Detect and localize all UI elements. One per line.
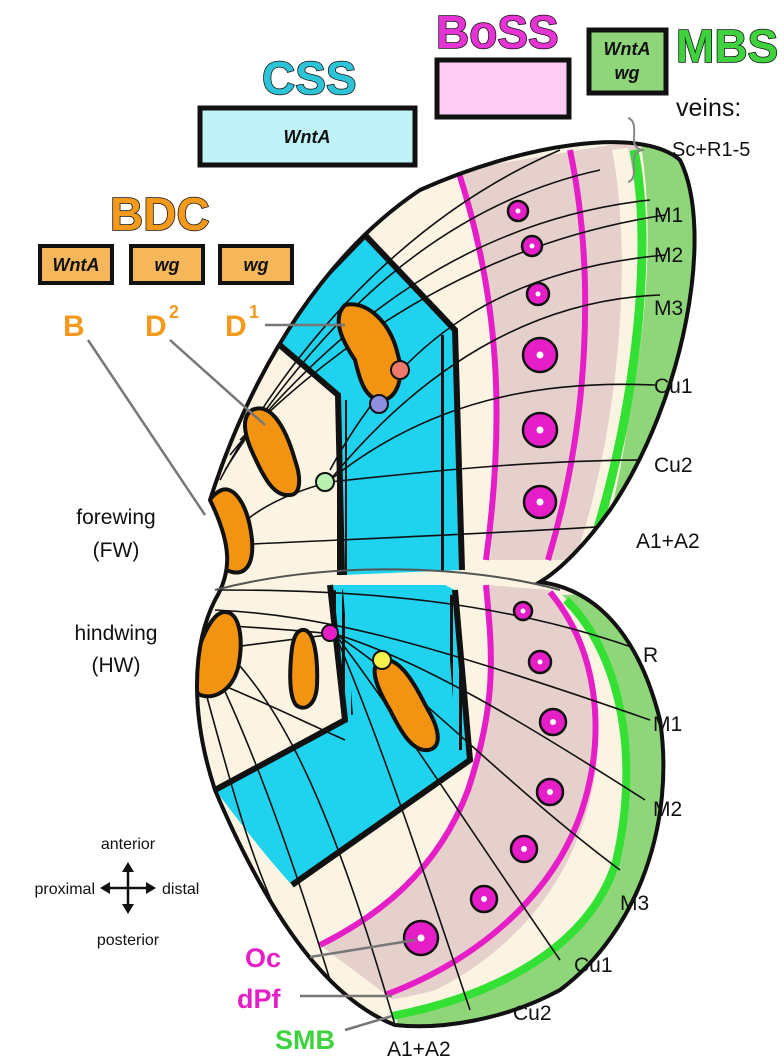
compass-arrows-icon [100,862,156,914]
mbs-title: MBS [676,20,778,72]
compass-posterior: posterior [97,932,160,949]
css-title: CSS [262,52,357,104]
forewing-abbr: (FW) [93,539,140,562]
hw-vein-r: R [643,644,658,667]
legend-oc: Oc [245,943,281,973]
boss-title: BoSS [436,6,559,58]
hw-vein-cu1: Cu1 [574,954,613,977]
compass-anterior: anterior [101,836,156,853]
dot-purple [370,395,388,413]
bdc-letter-d2: D [145,310,167,343]
fw-vein-m1: M1 [654,204,683,227]
compass-proximal: proximal [35,881,95,898]
legend-dpf: dPf [237,984,282,1014]
dot-magenta [322,625,338,641]
bdc-letter-b: B [63,310,85,343]
legend-smb: SMB [275,1025,335,1055]
hw-vein-m2: M2 [653,798,682,821]
dot-red [391,361,409,379]
bdc-title: BDC [110,188,210,240]
veins-label-line2: Sc+R1-5 [672,139,750,161]
hindwing-label: hindwing [75,622,158,645]
forewing-label: forewing [76,506,155,529]
hw-vein-m3: M3 [620,892,649,915]
veins-label-line1: veins: [676,94,741,122]
dot-yellow [373,651,391,669]
css-gene: WntA [284,127,331,147]
dot-green [316,473,334,491]
mbs-gene-1: WntA [604,39,651,59]
fw-vein-a1a2: A1+A2 [636,530,700,553]
bdc-letter-d1: D [225,310,247,343]
fw-vein-m3: M3 [654,297,683,320]
bdc-sup-2: 2 [169,302,179,322]
hw-vein-a1a2: A1+A2 [387,1038,451,1061]
bdc-hindwing-d2 [290,630,317,708]
boss-box [437,60,569,117]
hw-vein-m1: M1 [653,713,682,736]
hindwing-abbr: (HW) [92,654,141,677]
bdc-gene-2: wg [155,255,180,275]
bdc-gene-3: wg [244,255,269,275]
hw-vein-cu2: Cu2 [513,1002,552,1025]
mbs-gene-2: wg [615,63,640,83]
bdc-sup-1: 1 [249,302,259,322]
fw-vein-cu2: Cu2 [654,454,693,477]
bdc-gene-1: WntA [53,255,100,275]
fw-vein-cu1: Cu1 [654,375,693,398]
fw-vein-m2: M2 [654,244,683,267]
compass-distal: distal [162,881,199,898]
